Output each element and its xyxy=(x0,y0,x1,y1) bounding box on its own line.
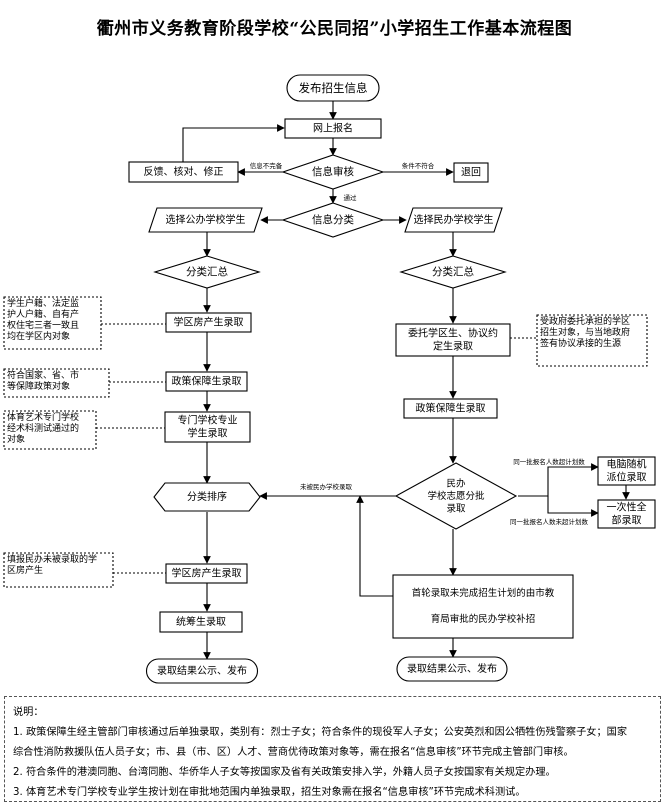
label-passed: 通过 xyxy=(344,193,358,202)
label-within-plan: 同一批报名人数未超计划数 xyxy=(510,517,589,526)
info-classify-diamond xyxy=(281,202,385,238)
policy-enroll-right-box xyxy=(403,398,498,419)
computer-lottery-label: 电脑随机派位录取 xyxy=(607,457,647,483)
private-note-label: 受政府委托承担的学区招生对象，与当地政府签有协议承接的生源 xyxy=(540,315,630,349)
start-node-label: 发布招生信息 xyxy=(299,81,368,95)
private-note-box xyxy=(536,314,648,367)
edge-makeup-sort xyxy=(356,495,393,597)
label-info-mismatch: 信息不完备 xyxy=(250,161,283,170)
feedback-box xyxy=(128,161,239,183)
label-exceeds-plan: 同一批报名人数超计划数 xyxy=(513,457,585,466)
choose-private-parallelogram xyxy=(404,207,503,233)
private-decision-diamond xyxy=(394,462,518,530)
district-enroll-1-label: 学区房产生录取 xyxy=(174,315,244,328)
label-condition-fail: 条件不符合 xyxy=(402,161,435,170)
feedback-label: 反馈、核对、修正 xyxy=(144,165,224,178)
summary-right-diamond xyxy=(399,255,507,289)
info-classify-label: 信息分类 xyxy=(312,213,354,226)
edge-decision-lottery xyxy=(518,463,599,497)
unenrolled-note-label: 填报民办未被录取的学区房产生 xyxy=(7,553,97,576)
special-school-enroll-box xyxy=(164,411,251,443)
art-note-box xyxy=(3,410,97,450)
choose-public-parallelogram xyxy=(148,207,263,233)
notes-line-1: 1. 政策保障生经主管部门审核通过后单独录取，类别有：烈士子女；符合条件的现役军… xyxy=(13,727,628,738)
supplementary-enroll-label: 统筹生录取 xyxy=(176,615,226,628)
entrusted-enroll-label: 委托学区生、协议约定生录取 xyxy=(408,326,498,352)
one-time-enroll-label: 一次性全部录取 xyxy=(607,500,647,526)
return-box xyxy=(453,162,489,183)
district-enroll-2-label: 学区房产生录取 xyxy=(172,566,242,579)
notes-box: 说明： 1. 政策保障生经主管部门审核通过后单独录取，类别有：烈士子女；符合条件… xyxy=(4,696,661,802)
policy-enroll-left-label: 政策保障生录取 xyxy=(172,374,242,387)
makeup-note-box xyxy=(392,574,574,639)
return-label: 退回 xyxy=(461,166,481,178)
info-review-diamond xyxy=(281,154,385,190)
private-decision-label: 民办学校志愿分批录取 xyxy=(427,477,485,514)
online-register-box xyxy=(284,118,382,139)
page-title: 衢州市义务教育阶段学校“公民同招”小学招生工作基本流程图 xyxy=(96,19,573,39)
notes-line-2: 综合性消防救援队伍人员子女；市、县（市、区）人才、营商优待政策对象等，需在报名“… xyxy=(13,747,574,758)
online-register-label: 网上报名 xyxy=(313,121,353,134)
summary-left-diamond xyxy=(153,255,261,289)
choose-private-label: 选择民办学校学生 xyxy=(414,213,494,226)
edge-decision-onetime xyxy=(547,496,599,517)
district-note-box xyxy=(3,296,102,350)
notes-line-4: 3. 体育艺术专门学校专业学生按计划在审批地范围内单独录取，招生对象需在报名“信… xyxy=(13,787,526,798)
policy-enroll-left-box xyxy=(165,371,248,392)
makeup-note-label: 首轮录取未完成招生计划的由市教育局审批的民办学校补招 xyxy=(412,587,555,625)
notes-line-3: 2. 符合条件的港澳同胞、台湾同胞、华侨华人子女等按国家及省有关政策安排入学，外… xyxy=(13,767,556,778)
district-enroll-2-box xyxy=(165,563,248,584)
unenrolled-note-box xyxy=(3,552,114,588)
result-left-terminal xyxy=(145,658,259,684)
one-time-enroll-box xyxy=(597,499,656,529)
edge-feedback-register xyxy=(182,124,285,162)
result-right-label: 录取结果公示、发布 xyxy=(407,662,497,675)
policy-note-box xyxy=(3,368,110,398)
policy-enroll-right-label: 政策保障生录取 xyxy=(416,401,486,414)
district-enroll-1-box xyxy=(165,312,252,333)
district-note-label: 学生户籍、法定监护人户籍、自有产权住宅三者一致且均在学区内对象 xyxy=(7,297,79,342)
art-note-label: 体育艺术专门学校经术科测试通过的对象 xyxy=(7,411,79,445)
choose-public-label: 选择公办学校学生 xyxy=(166,213,246,226)
computer-lottery-box xyxy=(597,456,656,486)
label-not-enrolled-private: 未被民办学校录取 xyxy=(300,482,353,491)
start-node-terminal xyxy=(286,74,380,102)
sort-order-hexagon xyxy=(153,482,261,512)
notes-heading: 说明： xyxy=(13,707,44,718)
policy-note-label: 符合国家、省、市等保障政策对象 xyxy=(7,369,79,392)
result-left-label: 录取结果公示、发布 xyxy=(157,664,247,677)
supplementary-enroll-box xyxy=(159,611,243,633)
entrusted-enroll-box xyxy=(395,323,511,357)
summary-left-label: 分类汇总 xyxy=(186,265,228,278)
result-right-terminal xyxy=(396,656,508,682)
summary-right-label: 分类汇总 xyxy=(432,265,474,278)
info-review-label: 信息审核 xyxy=(312,165,354,178)
sort-order-label: 分类排序 xyxy=(187,490,227,503)
special-school-enroll-label: 专门学校专业学生录取 xyxy=(178,413,238,439)
